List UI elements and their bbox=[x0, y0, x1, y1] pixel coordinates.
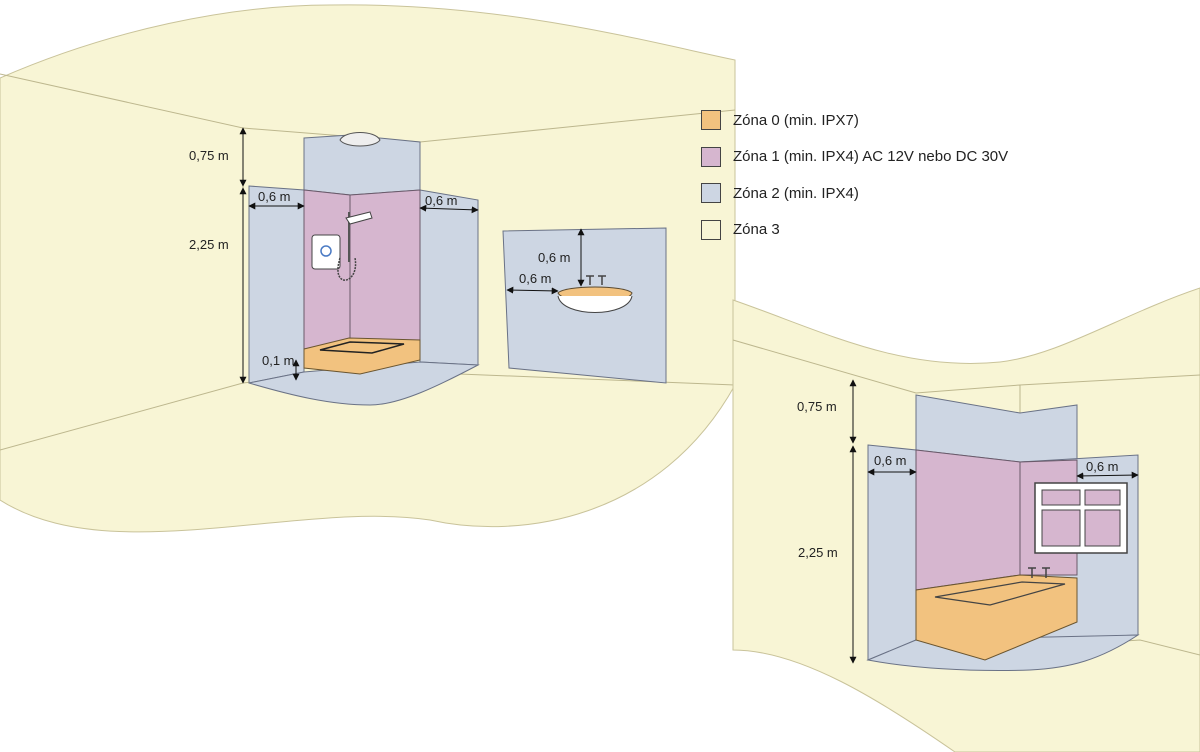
dim-line-right-width bbox=[419, 204, 479, 214]
legend-item-zone-1: Zóna 1 (min. IPX4) AC 12V nebo DC 30V bbox=[701, 145, 1008, 169]
dim-label-basin-horizontal: 0,6 m bbox=[519, 271, 552, 286]
zone0-bathtub bbox=[915, 574, 1078, 661]
ceiling-light bbox=[339, 132, 381, 147]
dim-label-bath-upper-height: 0,75 m bbox=[797, 399, 837, 414]
legend-label-zone-1: Zóna 1 (min. IPX4) AC 12V nebo DC 30V bbox=[733, 148, 1009, 165]
legend-item-zone-2: Zóna 2 (min. IPX4) bbox=[701, 181, 1008, 205]
zone2-bath-left-wall bbox=[867, 444, 917, 661]
legend-label-zone-3: Zóna 3 bbox=[733, 221, 780, 238]
legend-swatch-zone-0 bbox=[701, 110, 721, 130]
bathtub-rim bbox=[934, 581, 1066, 606]
legend-swatch-zone-2 bbox=[701, 183, 721, 203]
legend-item-zone-3: Zóna 3 bbox=[701, 218, 1008, 242]
shower-head bbox=[345, 211, 373, 225]
zone2-floor bbox=[248, 361, 480, 406]
bath-window-panes bbox=[1041, 489, 1121, 547]
dim-label-left-width: 0,6 m bbox=[258, 189, 291, 204]
bathtub-taps bbox=[1028, 567, 1050, 578]
dim-label-right-width: 0,6 m bbox=[425, 193, 458, 208]
basin-bowl bbox=[557, 295, 633, 313]
shower-tray-rim bbox=[319, 341, 405, 354]
legend-item-zone-0: Zóna 0 (min. IPX7) bbox=[701, 108, 1008, 132]
bath-room: 0,75 m 2,25 m 0,6 m 0,6 m bbox=[732, 287, 1200, 752]
dim-label-basin-vertical: 0,6 m bbox=[538, 250, 571, 265]
legend-swatch-zone-3 bbox=[701, 219, 721, 240]
dim-line-basin-horizontal bbox=[506, 286, 559, 295]
legend-label-zone-0: Zóna 0 (min. IPX7) bbox=[733, 111, 859, 129]
shower-room: 0,75 m 2,25 m 0,6 m 0,6 m 0,1 m bbox=[0, 4, 736, 533]
dim-label-lower-height: 2,25 m bbox=[189, 237, 229, 252]
zone1-bath-back-wall bbox=[915, 449, 1021, 591]
zone1-shower-side-wall bbox=[349, 189, 421, 349]
zone2-right-wall bbox=[419, 189, 479, 366]
dim-line-bath-right-width bbox=[1076, 471, 1139, 480]
dim-label-bath-left-width: 0,6 m bbox=[874, 453, 907, 468]
dim-label-tray: 0,1 m bbox=[262, 353, 295, 368]
dim-label-bath-right-width: 0,6 m bbox=[1086, 459, 1119, 474]
shower-unit bbox=[311, 234, 341, 270]
basin-taps bbox=[586, 275, 606, 285]
shower-control-dial bbox=[320, 245, 332, 257]
dim-label-upper-height: 0,75 m bbox=[189, 148, 229, 163]
dim-label-bath-lower-height: 2,25 m bbox=[798, 545, 838, 560]
basin-panel: 0,6 m 0,6 m bbox=[502, 227, 667, 384]
zone-legend: Zóna 0 (min. IPX7) Zóna 1 (min. IPX4) AC… bbox=[701, 108, 1008, 254]
shower-hose bbox=[337, 257, 357, 281]
legend-swatch-zone-1 bbox=[701, 146, 721, 167]
legend-label-zone-2: Zóna 2 (min. IPX4) bbox=[733, 184, 859, 202]
